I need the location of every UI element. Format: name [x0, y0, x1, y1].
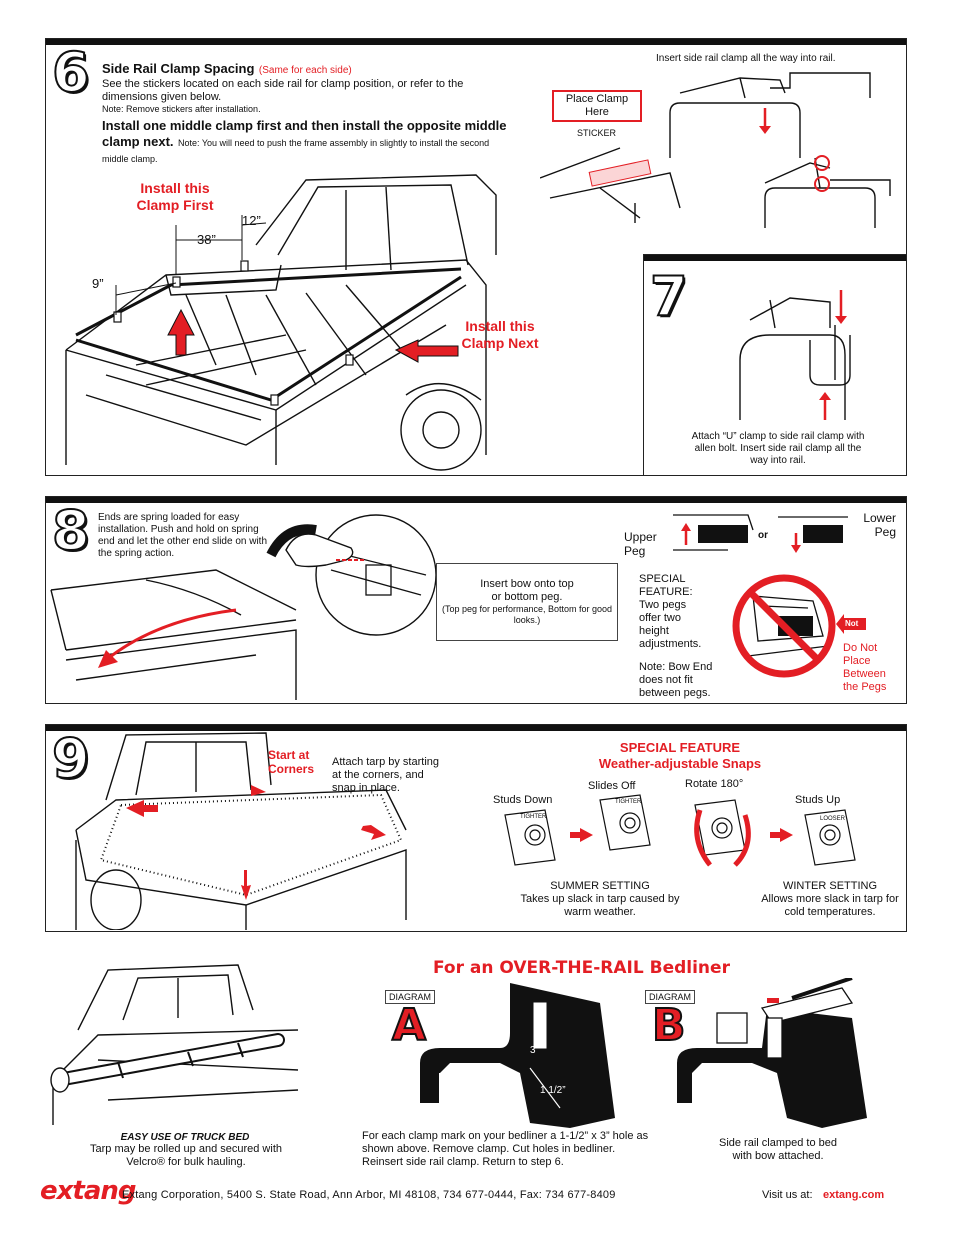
insert-bow-box: Insert bow onto top or bottom peg. (Top …	[436, 563, 618, 641]
easy-use-text: Tarp may be rolled up and secured with V…	[90, 1143, 282, 1168]
snap-sequence-illustration: TIGHTER TIGHTER LOOSER	[504, 794, 856, 867]
diagram-a-illustration: 3” 1 1/2”	[420, 983, 615, 1128]
upper-peg-label: Upper Peg	[624, 530, 657, 558]
bow-end-note: Note: Bow End does not fit between pegs.	[639, 661, 713, 699]
visit-label: Visit us at:	[762, 1189, 813, 1201]
studs-up-label: Studs Up	[795, 794, 841, 806]
tarp-truck-illustration	[75, 732, 407, 930]
step6-instructions: Side Rail Clamp Spacing (Same for each s…	[102, 60, 510, 166]
special-feature-text: SPECIAL FEATURE: Two pegs offer two heig…	[639, 573, 702, 650]
step8-top-bar	[46, 497, 906, 503]
slides-off-label: Slides Off	[588, 780, 636, 792]
bow-install-illustration	[50, 514, 436, 700]
step6-number: 6	[51, 41, 91, 104]
peg-illustration	[673, 514, 848, 553]
step6-push-note: Note: You will need to push the frame as…	[102, 138, 490, 164]
insert-rail-caption: Insert side rail clamp all the way into …	[656, 53, 836, 64]
step8-number: 8	[51, 499, 91, 562]
step6-remove-note: Note: Remove stickers after installation…	[102, 104, 261, 114]
no-symbol-icon	[732, 574, 836, 678]
dim-1half-text: 1 1/2”	[540, 1085, 566, 1096]
attach-tarp-text: Attach tarp by starting at the corners, …	[332, 756, 439, 794]
footer-address: Extang Corporation, 5400 S. State Road, …	[122, 1189, 616, 1201]
diagram-a-tag: DIAGRAM	[385, 990, 436, 1004]
diagram-b-text: Side rail clamped to bed with bow attach…	[718, 1137, 837, 1162]
step6-top-bar	[46, 39, 906, 45]
not-arrow-icon	[836, 614, 866, 634]
step9-number: 9	[51, 727, 91, 790]
diagram-b-tag: DIAGRAM	[645, 990, 696, 1004]
spring-loaded-text: Ends are spring loaded for easy installa…	[98, 512, 268, 559]
not-tag: Not	[845, 619, 859, 628]
step9-top-bar	[46, 725, 906, 731]
start-at-corners-label: Start at Corners	[268, 748, 315, 776]
tighter-text-2: TIGHTER	[615, 799, 642, 805]
lower-peg-label: Lower Peg	[863, 511, 896, 539]
left-arrow-red	[394, 339, 459, 363]
step6-title-note: (Same for each side)	[258, 65, 352, 76]
tighter-text-1: TIGHTER	[520, 814, 547, 820]
step6-bold-instruction: Install one middle clamp first and then …	[102, 118, 507, 149]
step6-paragraph: See the stickers located on each side ra…	[102, 78, 464, 103]
rotate-label: Rotate 180°	[685, 778, 744, 790]
step6-title: Side Rail Clamp Spacing	[102, 61, 255, 76]
up-arrow-red	[167, 308, 195, 356]
extang-website-link[interactable]: extang.com	[823, 1189, 885, 1201]
step7-caption: Attach “U” clamp to side rail clamp with…	[691, 431, 865, 466]
truck-bed-illustration	[65, 174, 497, 471]
diagram-b-illustration	[677, 978, 867, 1128]
diagram-b-letter: B	[651, 1000, 687, 1051]
dim-3-text: 3”	[530, 1045, 539, 1056]
over-the-rail-title: For an OVER-THE-RAIL Bedliner	[433, 958, 730, 978]
looser-text-1: LOOSER	[820, 816, 846, 822]
step7-number: 7	[649, 265, 689, 328]
step7-panel	[643, 254, 907, 476]
rail-clamp-illustration	[540, 72, 891, 228]
rolled-tarp-illustration	[50, 964, 299, 1125]
dim-38-label: 38”	[197, 232, 216, 247]
dim-9-label: 9”	[92, 276, 104, 291]
do-not-place-label: Do Not Place Between the Pegs	[843, 642, 887, 693]
easy-use-title: EASY USE OF TRUCK BED	[120, 1132, 250, 1143]
extang-logo: extang	[40, 1176, 136, 1206]
or-label: or	[758, 530, 768, 541]
dim-12-label: 12”	[242, 213, 261, 228]
studs-down-label: Studs Down	[493, 794, 553, 806]
diagram-a-text: For each clamp mark on your bedliner a 1…	[362, 1130, 649, 1168]
diagram-a-letter: A	[391, 1000, 427, 1051]
step7-top-bar	[644, 255, 906, 261]
sticker-label: STICKER	[577, 128, 617, 138]
u-clamp-illustration	[739, 290, 851, 420]
